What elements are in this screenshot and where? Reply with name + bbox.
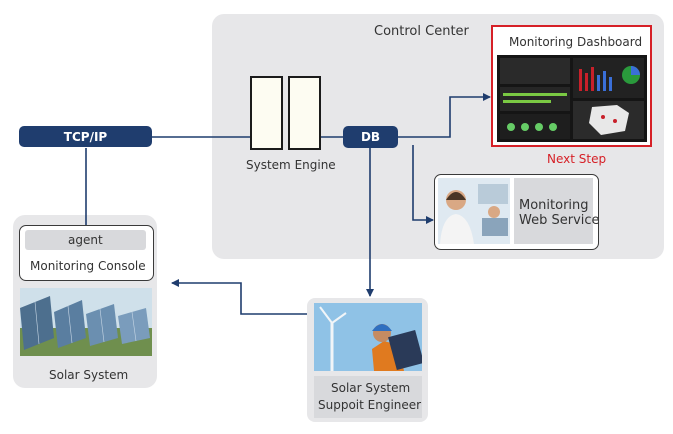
tcpip-node: TCP/IP <box>19 126 152 147</box>
engineer-photo-image <box>314 303 422 371</box>
system-engine-label: System Engine <box>246 158 336 172</box>
control-center-title: Control Center <box>374 24 469 39</box>
engineer-to-solar-line <box>171 279 307 315</box>
agent-label: agent <box>68 233 103 247</box>
engineer-label-box <box>314 376 422 418</box>
system-engine-block-left <box>250 76 283 150</box>
agent-box <box>25 230 146 250</box>
operator-photo-image <box>438 178 510 244</box>
dashboard-screenshot-image <box>497 55 647 142</box>
web-service-label-line1: Monitoring <box>519 198 589 213</box>
next-step-label: Next Step <box>547 152 607 166</box>
db-to-dashboard-line <box>397 93 491 138</box>
engineer-label-line1: Solar System <box>331 381 411 395</box>
monitoring-console-label: Monitoring Console <box>30 259 146 273</box>
monitoring-dashboard-title: Monitoring Dashboard <box>509 35 643 49</box>
engineer-label-line2: Suppoit Engineer <box>318 398 422 412</box>
web-service-label-box <box>514 178 593 244</box>
solar-panels-image <box>20 288 152 356</box>
db-node: DB <box>343 126 398 148</box>
system-engine-block-right <box>288 76 321 150</box>
solar-system-label: Solar System <box>49 368 129 382</box>
db-to-webservice-line <box>412 145 434 224</box>
web-service-label-line2: Web Service <box>519 213 600 228</box>
